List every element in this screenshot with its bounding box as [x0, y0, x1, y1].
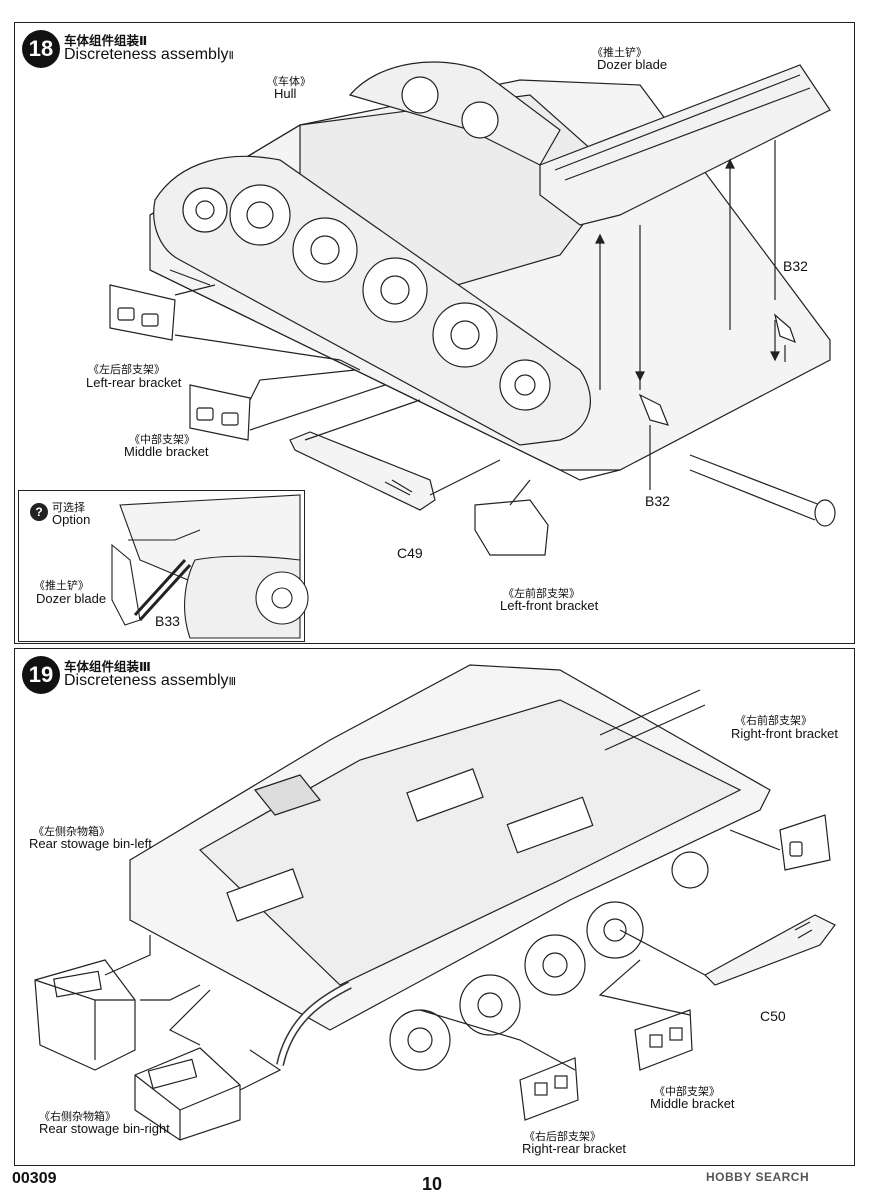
c50-part — [704, 914, 836, 986]
c50-label: C50 — [760, 1008, 786, 1024]
b32-label-lower: B32 — [645, 493, 670, 509]
c49-part — [289, 431, 436, 511]
dozer-label-en: Dozer blade — [597, 57, 668, 72]
step-19-title-en-text: Discreteness assembly — [64, 672, 229, 689]
step-19-title-cn: 车体组件组装Ⅲ — [64, 659, 151, 674]
middle-19-label-cn: 《中部支架》 — [654, 1085, 720, 1098]
gun-barrel — [689, 454, 821, 521]
right-front-bracket-part — [779, 814, 831, 871]
left-rear-label-en: Left-rear bracket — [86, 375, 182, 390]
option-dozer-label-cn: 《推土铲》 — [34, 579, 89, 592]
rear-stowage-bin-left-part — [34, 959, 136, 1071]
step-18-badge: 18 — [22, 30, 60, 68]
middle-bracket-part — [189, 384, 251, 441]
b33-label: B33 — [155, 613, 180, 629]
page-number: 10 — [422, 1174, 443, 1194]
tank-deck — [199, 699, 742, 986]
step-19-title-en: Discreteness assemblyⅢ — [64, 672, 236, 690]
right-rear-bracket-part — [519, 1057, 579, 1121]
dozer-label-cn: 《推土铲》 — [592, 46, 647, 59]
left-rear-label-cn: 《左后部支架》 — [88, 363, 165, 376]
step-18-title-en-text: Discreteness assembly — [64, 46, 229, 63]
left-front-bracket-part — [474, 499, 549, 556]
b33-part — [133, 558, 192, 622]
right-rear-label-cn: 《右后部支架》 — [524, 1130, 601, 1143]
rear-right-label-cn: 《右侧杂物箱》 — [39, 1110, 116, 1123]
middle-bracket-19-part — [634, 1009, 693, 1071]
b32-bracket — [773, 313, 797, 344]
middle-label-cn: 《中部支架》 — [129, 433, 195, 446]
option-label-cn: 可选择 — [52, 501, 85, 514]
hull-label-en: Hull — [274, 86, 297, 101]
option-dozer-blade — [111, 543, 141, 626]
step-19-badge: 19 — [22, 656, 60, 694]
step-19-title-suffix: Ⅲ — [228, 676, 237, 688]
left-rear-bracket-part — [109, 284, 176, 341]
road-wheel — [499, 359, 551, 411]
left-front-label-en: Left-front bracket — [500, 598, 599, 613]
rear-left-label-en: Rear stowage bin-left — [29, 836, 152, 851]
watermark: HOBBY SEARCH — [706, 1170, 810, 1184]
road-wheel — [362, 257, 428, 323]
right-front-label-en: Right-front bracket — [731, 726, 838, 741]
rear-left-label-cn: 《左侧杂物箱》 — [33, 825, 110, 838]
product-code: 00309 — [12, 1170, 57, 1187]
rear-right-label-en: Rear stowage bin-right — [39, 1121, 170, 1136]
option-question-icon: ? — [30, 503, 48, 521]
left-front-label-cn: 《左前部支架》 — [503, 587, 580, 600]
right-track — [348, 61, 561, 166]
step-18-title-suffix: Ⅱ — [228, 50, 234, 62]
step-18-title-cn: 车体组件组装Ⅱ — [64, 33, 148, 48]
right-front-label-cn: 《右前部支架》 — [735, 714, 812, 727]
right-rear-label-en: Right-rear bracket — [522, 1141, 627, 1156]
tank-gun — [599, 689, 706, 751]
hull-label-cn: 《车体》 — [267, 75, 311, 88]
option-dozer-label-en: Dozer blade — [36, 591, 107, 606]
middle-label-en: Middle bracket — [124, 444, 209, 459]
middle-19-label-en: Middle bracket — [650, 1096, 735, 1111]
dozer-blade-part — [539, 64, 831, 226]
rear-stowage-bin-right-part — [134, 1047, 241, 1141]
road-wheel — [292, 217, 358, 283]
b32-label-upper: B32 — [783, 258, 808, 274]
step-18-title-en: Discreteness assemblyⅡ — [64, 46, 234, 64]
option-label-en: Option — [52, 512, 91, 527]
road-wheel — [432, 302, 498, 368]
b32-bracket — [638, 393, 670, 426]
road-wheel — [182, 187, 228, 233]
road-wheel — [229, 184, 291, 246]
mesh-basket — [253, 774, 322, 816]
c49-label: C49 — [397, 545, 423, 561]
